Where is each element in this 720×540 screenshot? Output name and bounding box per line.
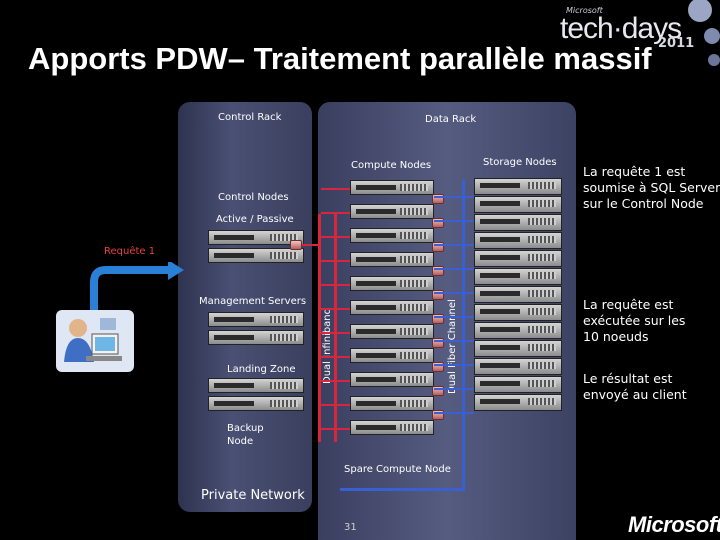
compute-nodes-label: Compute Nodes bbox=[351, 160, 432, 171]
storage-node-server bbox=[474, 250, 562, 267]
infiniband-label: Dual Infiniband bbox=[322, 308, 333, 384]
infiniband-bus-left bbox=[318, 214, 321, 442]
compute-node-server bbox=[350, 396, 434, 411]
request-label: Requête 1 bbox=[104, 246, 156, 257]
fiber-channel-link bbox=[434, 292, 474, 294]
fiber-channel-link bbox=[434, 412, 474, 414]
compute-node-disk-icon bbox=[432, 338, 444, 348]
fiber-channel-link bbox=[434, 220, 474, 222]
data-rack bbox=[318, 102, 576, 540]
spare-compute-node-label: Spare Compute Node bbox=[344, 464, 451, 475]
compute-node-server bbox=[350, 300, 434, 315]
compute-node-disk-icon bbox=[432, 386, 444, 396]
compute-node-disk-icon bbox=[432, 290, 444, 300]
infiniband-link bbox=[321, 428, 350, 430]
fiber-channel-link bbox=[434, 364, 474, 366]
storage-node-server bbox=[474, 340, 562, 357]
storage-node-server bbox=[474, 394, 562, 411]
landing-zone-server bbox=[208, 378, 304, 393]
active-passive-label: Active / Passive bbox=[216, 214, 294, 225]
compute-node-disk-icon bbox=[432, 242, 444, 252]
control-node-server bbox=[208, 230, 304, 245]
fiber-channel-bus bbox=[462, 180, 465, 490]
fiber-channel-bottom bbox=[340, 488, 465, 491]
compute-node-disk-icon bbox=[432, 194, 444, 204]
management-server bbox=[208, 330, 304, 345]
fiber-channel-link bbox=[434, 244, 474, 246]
fiber-channel-link bbox=[434, 388, 474, 390]
compute-node-disk-icon bbox=[432, 314, 444, 324]
infiniband-link bbox=[321, 284, 350, 286]
infiniband-link bbox=[321, 308, 350, 310]
storage-node-server bbox=[474, 304, 562, 321]
storage-node-server bbox=[474, 286, 562, 303]
infiniband-link bbox=[321, 380, 350, 382]
control-infiniband-link bbox=[302, 244, 318, 246]
compute-node-server bbox=[350, 204, 434, 219]
infiniband-link bbox=[321, 260, 350, 262]
compute-node-disk-icon bbox=[432, 362, 444, 372]
infiniband-link bbox=[321, 356, 350, 358]
private-network-label: Private Network bbox=[201, 488, 305, 503]
compute-node-server bbox=[350, 348, 434, 363]
compute-node-disk-icon bbox=[432, 266, 444, 276]
page-number: 31 bbox=[344, 522, 357, 533]
compute-node-server bbox=[350, 252, 434, 267]
storage-node-server bbox=[474, 358, 562, 375]
infiniband-link bbox=[321, 236, 350, 238]
storage-node-server bbox=[474, 232, 562, 249]
backup-node-label: Backup Node bbox=[227, 423, 264, 447]
compute-node-server bbox=[350, 180, 434, 195]
infiniband-link bbox=[321, 332, 350, 334]
storage-nodes-label: Storage Nodes bbox=[483, 157, 557, 168]
note-result-sent: Le résultat est envoyé au client bbox=[583, 371, 687, 402]
microsoft-brand-small: Microsoft bbox=[566, 6, 603, 15]
storage-node-server bbox=[474, 376, 562, 393]
infiniband-link bbox=[321, 404, 350, 406]
compute-node-server bbox=[350, 228, 434, 243]
fiber-channel-link bbox=[434, 196, 474, 198]
infiniband-bus-right bbox=[334, 214, 337, 442]
storage-node-server bbox=[474, 178, 562, 195]
fiber-channel-link bbox=[434, 268, 474, 270]
compute-node-server bbox=[350, 276, 434, 291]
spare-compute-server bbox=[350, 420, 434, 435]
slide-title: Apports PDW– Traitement parallèle massif bbox=[28, 41, 652, 76]
infiniband-link bbox=[321, 212, 350, 214]
compute-node-disk-icon bbox=[432, 410, 444, 420]
management-server bbox=[208, 312, 304, 327]
storage-node-server bbox=[474, 196, 562, 213]
fiber-channel-link bbox=[434, 316, 474, 318]
compute-node-server bbox=[350, 324, 434, 339]
storage-node-server bbox=[474, 268, 562, 285]
control-node-disk-icon bbox=[290, 240, 302, 250]
control-rack bbox=[178, 102, 312, 512]
microsoft-logo: Microsoft bbox=[628, 512, 720, 537]
control-rack-label: Control Rack bbox=[218, 112, 282, 123]
compute-node-server bbox=[350, 372, 434, 387]
control-nodes-label: Control Nodes bbox=[218, 192, 289, 203]
fiber-channel-link bbox=[434, 340, 474, 342]
event-year: 2011 bbox=[658, 36, 695, 51]
control-node-server bbox=[208, 248, 304, 263]
landing-zone-label: Landing Zone bbox=[227, 364, 296, 375]
note-request-submitted: La requête 1 est soumise à SQL Server su… bbox=[583, 164, 720, 211]
infiniband-link bbox=[321, 188, 350, 190]
techdays-logo: tech·days bbox=[560, 12, 682, 45]
storage-node-server bbox=[474, 214, 562, 231]
decorative-orbs-icon bbox=[688, 0, 720, 66]
storage-node-server bbox=[474, 322, 562, 339]
data-rack-label: Data Rack bbox=[425, 114, 477, 125]
request-arrow-diagram bbox=[90, 262, 184, 336]
compute-node-disk-icon bbox=[432, 218, 444, 228]
landing-zone-server bbox=[208, 396, 304, 411]
management-servers-label: Management Servers bbox=[199, 296, 307, 307]
client-user-icon bbox=[56, 310, 134, 372]
note-request-executed: La requête est exécutée sur les 10 noeud… bbox=[583, 297, 686, 344]
fiber-channel-label: Dual Fiber Channel bbox=[447, 299, 458, 394]
